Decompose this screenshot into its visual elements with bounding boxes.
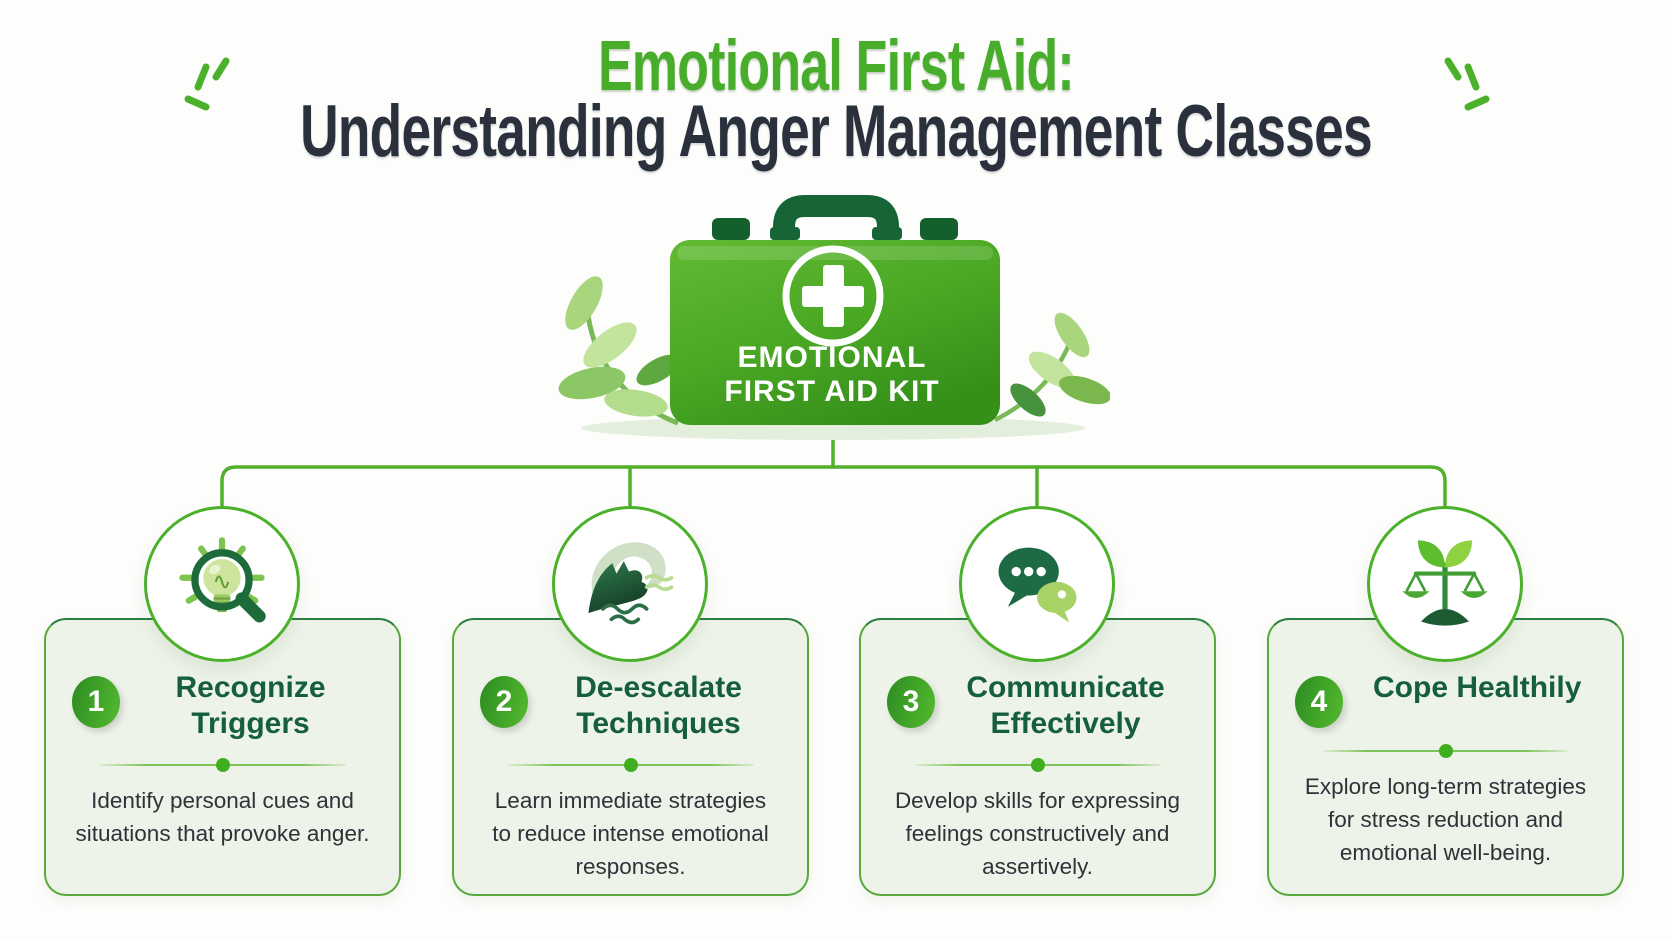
- step-card-4: 4 Cope Healthily Explore long-term strat…: [1267, 618, 1624, 896]
- chat-bubbles-icon: [998, 547, 1077, 623]
- divider: [914, 758, 1161, 772]
- step-title: Recognize Triggers: [175, 671, 326, 740]
- step-title: De-escalate Techniques: [575, 671, 742, 740]
- kit-handle-foot: [770, 227, 800, 240]
- divider: [1322, 744, 1569, 758]
- step-circle-3: [959, 506, 1115, 662]
- leaf-branch-left: [558, 276, 680, 426]
- kit-label-line2: FIRST AID KIT: [724, 375, 939, 408]
- step-description: Develop skills for expressing feelings c…: [894, 788, 1181, 879]
- sparkle-burst-right-icon: [1444, 57, 1490, 111]
- lightbulb-magnifier-icon: [179, 537, 266, 623]
- kit-latch: [920, 218, 958, 240]
- plant-scales-icon: [1402, 540, 1488, 626]
- sparkle-burst-left-icon: [184, 57, 230, 111]
- kit-handle: [773, 195, 899, 240]
- step-description: Explore long-term strategies for stress …: [1304, 774, 1587, 865]
- step-description: Learn immediate strategies to reduce int…: [492, 788, 769, 879]
- step-number-badge: 4: [1295, 676, 1343, 728]
- kit-label-line1: EMOTIONAL: [738, 341, 927, 374]
- step-card-3: 3 Communicate Effectively Develop skills…: [859, 618, 1216, 896]
- medical-cross-icon: [782, 245, 884, 347]
- wave-icon: [588, 542, 674, 625]
- step-number-badge: 1: [72, 676, 120, 728]
- kit-handle-foot: [872, 227, 902, 240]
- kit-case: [670, 240, 1000, 425]
- leaf-branch-right: [993, 312, 1110, 423]
- first-aid-kit-illustration: EMOTIONAL FIRST AID KIT: [558, 195, 1110, 440]
- step-card-2: 2 De-escalate Techniques Learn immediate…: [452, 618, 809, 896]
- step-circle-4: [1367, 506, 1523, 662]
- step-circle-1: [144, 506, 300, 662]
- step-title: Communicate Effectively: [966, 671, 1165, 740]
- divider-dot: [1438, 744, 1453, 758]
- step-number-badge: 3: [887, 676, 935, 728]
- page-title-line2: Understanding Anger Management Classes: [300, 91, 1373, 172]
- divider: [99, 758, 346, 772]
- step-title: Cope Healthily: [1373, 671, 1582, 704]
- step-description: Identify personal cues and situations th…: [75, 788, 370, 846]
- page-title-line1: Emotional First Aid:: [598, 27, 1075, 106]
- divider-dot: [215, 758, 230, 772]
- step-card-1: 1 Recognize Triggers Identify personal c…: [44, 618, 401, 896]
- divider-dot: [623, 758, 638, 772]
- divider-dot: [1030, 758, 1045, 772]
- step-circle-2: [552, 506, 708, 662]
- kit-latch: [712, 218, 750, 240]
- step-number-badge: 2: [480, 676, 528, 728]
- divider: [507, 758, 754, 772]
